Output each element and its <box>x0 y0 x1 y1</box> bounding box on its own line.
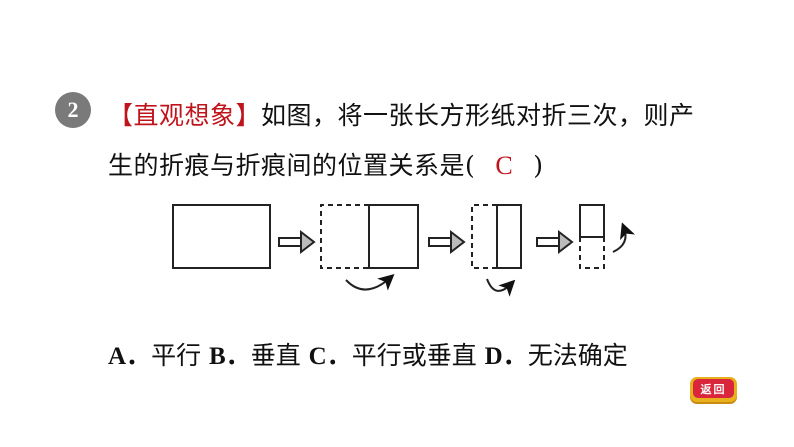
curved-arrow-1 <box>345 274 395 291</box>
question-line-1: 【直观想象】如图，将一张长方形纸对折三次，则产 <box>108 96 695 132</box>
option-d: D．无法确定 <box>484 341 628 370</box>
question-text-2: 生的折痕与折痕间的位置关系是( <box>108 151 476 180</box>
back-button-label: 返回 <box>693 379 734 398</box>
question-text-1: 如图，将一张长方形纸对折三次，则产 <box>261 101 695 130</box>
back-button[interactable]: 返回 <box>690 377 737 402</box>
answer-options: A．平行 B．垂直 C．平行或垂直 D．无法确定 <box>108 336 628 372</box>
curved-arrow-3 <box>612 222 635 253</box>
fold-arrow-1 <box>278 229 316 255</box>
option-b: B．垂直 <box>209 341 309 370</box>
fold-arrow-3 <box>536 229 574 255</box>
paper-fold-3 <box>579 204 605 269</box>
close-paren: ) <box>533 151 544 180</box>
answer: C <box>495 151 514 180</box>
fold-arrow-2 <box>428 229 466 255</box>
question-tag: 【直观想象】 <box>108 101 262 130</box>
option-c: C．平行或垂直 <box>308 341 485 370</box>
question-number-badge: 2 <box>55 92 91 128</box>
option-a: A．平行 <box>108 341 210 370</box>
paper-fold-2 <box>471 204 522 269</box>
paper-fold-1 <box>320 204 419 269</box>
question-line-2: 生的折痕与折痕间的位置关系是( C) <box>108 146 544 182</box>
curved-arrow-2 <box>486 278 516 297</box>
paper-full <box>172 204 271 269</box>
